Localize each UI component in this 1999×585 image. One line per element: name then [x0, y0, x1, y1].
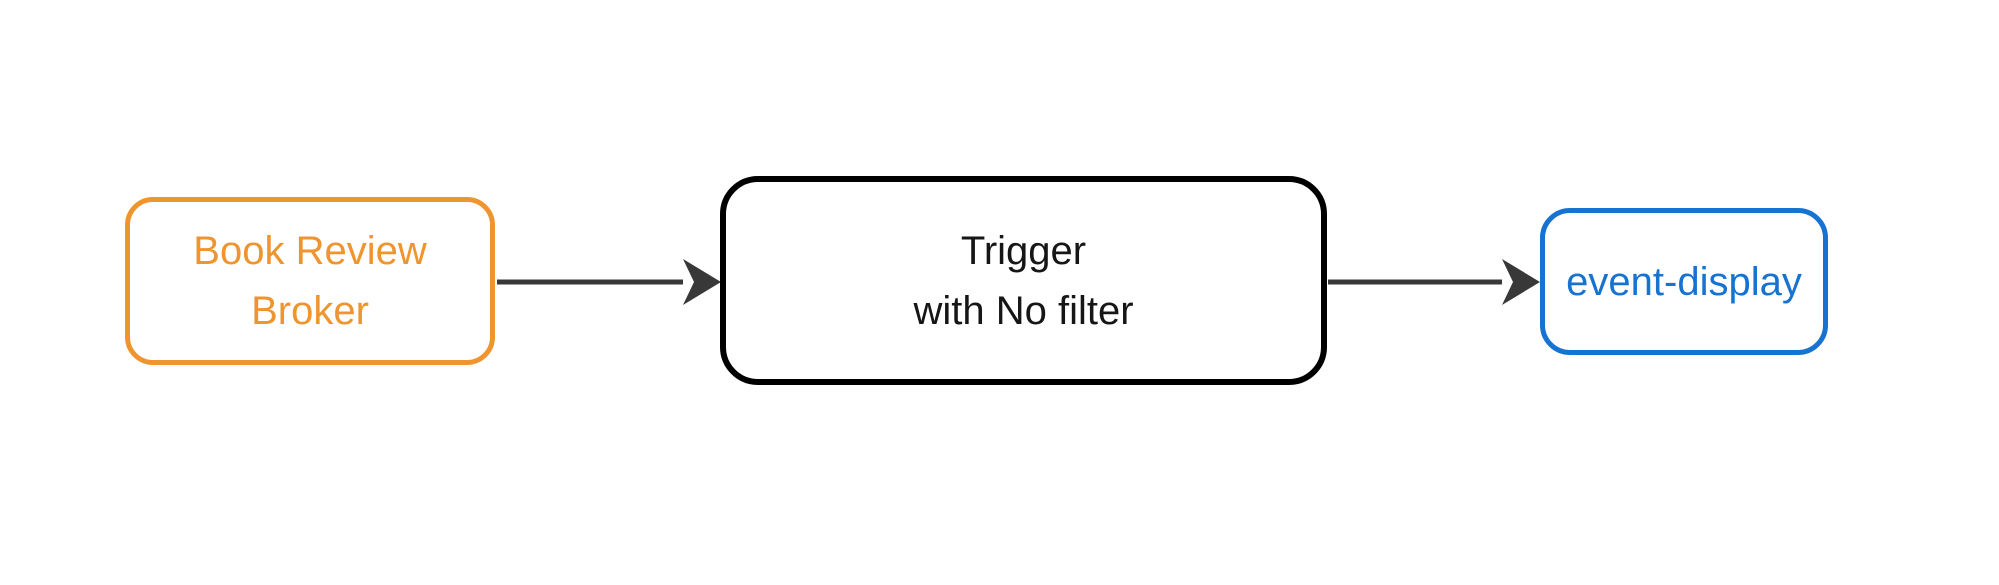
node-label-line: Trigger — [960, 228, 1087, 273]
node-event-display: event-display — [1540, 208, 1828, 355]
arrow-trigger-to-event-display — [1328, 259, 1540, 305]
node-trigger-with-no-filter: Trigger with No filter — [720, 176, 1327, 385]
node-book-review-broker: Book Review Broker — [125, 197, 495, 365]
node-label-line: event-display — [1566, 259, 1802, 304]
arrowhead-icon — [1502, 259, 1540, 305]
arrow-broker-to-trigger — [497, 259, 721, 305]
arrowhead-icon — [683, 259, 721, 305]
node-label-line: with No filter — [913, 288, 1134, 333]
node-label-line: Book Review — [193, 229, 427, 273]
node-label-line: Broker — [251, 289, 369, 333]
